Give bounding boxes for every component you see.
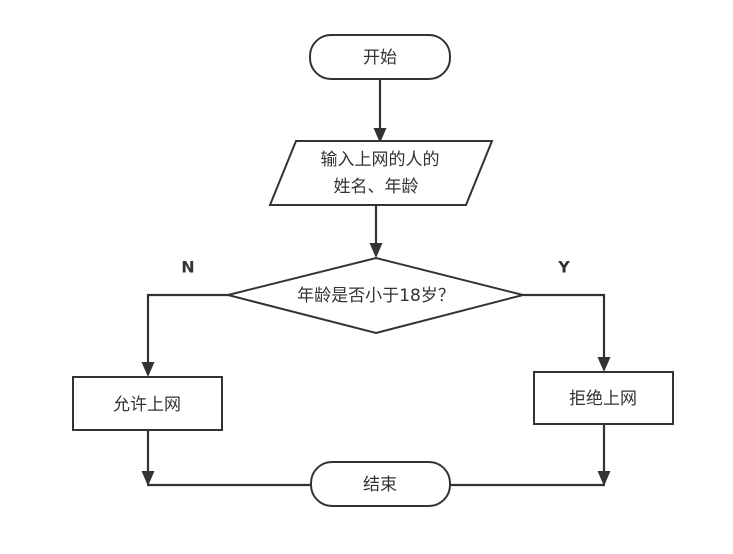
arrow-head-icon — [141, 471, 155, 486]
arrow-head-icon — [373, 128, 387, 143]
node-start-shape — [309, 34, 451, 80]
node-input-shape — [268, 140, 494, 206]
connector-line — [146, 293, 228, 367]
connector-decision-no-to-allow — [141, 293, 228, 377]
node-input-label-line2: 姓名、年龄 — [334, 177, 419, 197]
branch-label-yes: Y — [557, 258, 570, 277]
node-end-shape — [310, 461, 451, 507]
connector-deny-to-end — [449, 424, 611, 487]
node-deny[interactable]: 拒绝上网 — [533, 371, 674, 425]
node-end[interactable]: 结束 — [310, 461, 451, 507]
node-deny-label: 拒绝上网 — [569, 389, 637, 409]
arrow-head-icon — [369, 243, 383, 258]
node-decision-shape — [227, 256, 524, 335]
node-allow[interactable]: 允许上网 — [72, 376, 223, 431]
arrow-head-icon — [597, 357, 611, 372]
node-end-label: 结束 — [363, 475, 397, 495]
node-decision-label: 年龄是否小于18岁？ — [297, 286, 455, 306]
connector-allow-to-end — [141, 430, 311, 487]
connector-decision-yes-to-deny — [523, 293, 611, 372]
node-input-label-line1: 输入上网的人的 — [321, 150, 440, 170]
connector-line — [523, 293, 606, 362]
arrow-head-icon — [141, 362, 155, 377]
arrow-head-icon — [597, 471, 611, 486]
node-decision[interactable]: 年龄是否小于18岁？ — [227, 256, 524, 335]
node-start[interactable]: 开始 — [309, 34, 451, 80]
connector-start-to-input — [373, 79, 387, 143]
node-allow-shape — [72, 376, 223, 431]
node-deny-shape — [533, 371, 674, 425]
node-allow-label: 允许上网 — [113, 395, 181, 415]
node-input[interactable]: 输入上网的人的 姓名、年龄 — [268, 140, 494, 206]
branch-label-no: N — [181, 258, 194, 277]
node-start-label: 开始 — [363, 48, 397, 68]
connector-input-to-decision — [369, 206, 383, 258]
